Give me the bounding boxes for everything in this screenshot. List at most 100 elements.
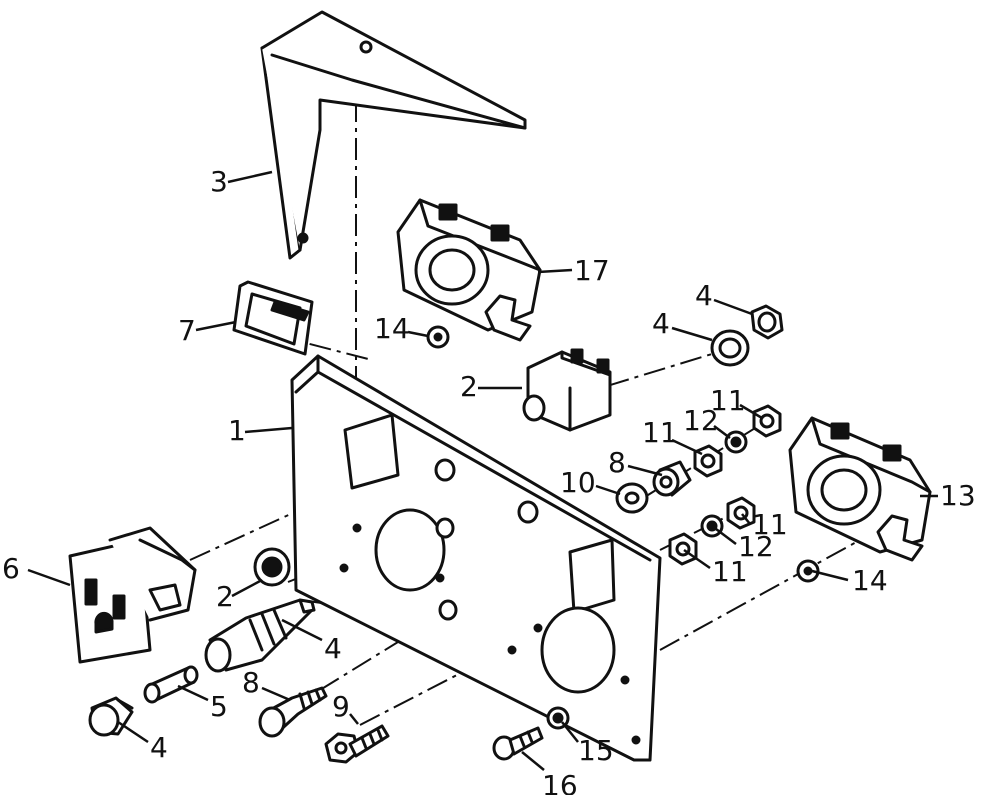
callout-c8a: 8 (608, 446, 663, 479)
callout-number: 11 (710, 384, 746, 417)
callout-number: 11 (642, 416, 678, 449)
locking-receptacle-upper (396, 198, 542, 342)
callout-c2a: 2 (460, 370, 522, 403)
callout-c6: 6 (2, 552, 71, 587)
bolt-8 (258, 686, 328, 738)
callout-number: 6 (2, 552, 20, 585)
leader-line (561, 721, 579, 743)
washer-10 (615, 482, 649, 514)
callout-c11a: 11 (710, 384, 763, 420)
leader-line (671, 438, 703, 456)
callout-c17: 17 (537, 254, 610, 287)
hex-nut-11b (693, 444, 723, 478)
callout-number: 4 (652, 307, 670, 340)
callout-c1: 1 (228, 414, 293, 447)
leader-line (713, 425, 731, 439)
leader-line (627, 464, 663, 477)
leader-line (117, 720, 149, 744)
callout-number: 17 (574, 254, 610, 287)
switch-upper (522, 348, 612, 432)
callout-c16: 16 (521, 751, 578, 795)
callout-c14b: 14 (811, 564, 888, 597)
callout-number: 15 (578, 734, 614, 767)
leader-line (177, 684, 209, 702)
callout-c12a: 12 (683, 404, 731, 439)
callout-c2b: 2 (216, 578, 263, 613)
gasket (232, 280, 314, 356)
leader-line (261, 686, 291, 702)
screw-16 (492, 726, 544, 761)
switch-nut-lower (253, 547, 291, 587)
callout-number: 3 (210, 165, 228, 198)
leader-line (521, 751, 545, 771)
callout-number: 1 (228, 414, 246, 447)
callout-number: 14 (852, 564, 888, 597)
callout-c15: 15 (561, 721, 614, 767)
callout-number: 13 (940, 479, 976, 512)
leader-line (244, 426, 293, 434)
callout-c7: 7 (178, 314, 237, 347)
callout-number: 9 (332, 690, 350, 723)
callout-number: 2 (216, 580, 234, 613)
callout-c3: 3 (210, 165, 273, 198)
leader-line (683, 548, 711, 570)
callout-c13: 13 (920, 479, 976, 512)
leader-line (713, 298, 753, 316)
callout-c4a: 4 (695, 279, 753, 316)
leader-line (407, 330, 429, 338)
leader-line (671, 326, 713, 342)
leader-line (349, 713, 359, 725)
callout-number: 5 (210, 690, 228, 723)
leader-line (227, 170, 273, 184)
leader-line (811, 569, 849, 582)
leader-line (711, 525, 737, 545)
callout-number: 11 (752, 508, 788, 541)
leader-line (195, 320, 237, 332)
fuse-cap (88, 696, 134, 737)
callout-c14a: 14 (374, 312, 429, 345)
leader-line (537, 268, 573, 274)
bushing-lower (796, 559, 820, 583)
callout-c4d: 4 (117, 720, 168, 764)
callout-number: 11 (712, 555, 748, 588)
callout-number: 10 (560, 466, 596, 499)
callout-number: 7 (178, 314, 196, 347)
leader-line (595, 484, 621, 496)
callout-number: 14 (374, 312, 410, 345)
panel (290, 354, 662, 762)
callout-c5: 5 (177, 684, 228, 723)
callout-number: 12 (683, 404, 719, 437)
callout-number: 2 (460, 370, 478, 403)
callout-c4b: 4 (652, 307, 713, 342)
callout-number: 12 (738, 530, 774, 563)
callout-c12b: 12 (711, 525, 774, 563)
callout-number: 8 (242, 666, 260, 699)
locking-receptacle-lower (788, 416, 932, 562)
hex-nut-11a (752, 404, 782, 438)
bushing-upper (426, 325, 450, 349)
leader-line (281, 618, 323, 642)
washer-upper (710, 329, 750, 367)
fuse-holder (204, 598, 316, 673)
leader-line (27, 568, 71, 587)
callout-number: 4 (150, 731, 168, 764)
hex-nut-upper (750, 304, 784, 340)
callout-c8b: 8 (242, 666, 291, 702)
duplex-outlet (68, 526, 197, 664)
fuse (143, 665, 199, 704)
bracket (260, 10, 527, 260)
callout-c9: 9 (332, 690, 359, 725)
callout-c10: 10 (560, 466, 621, 499)
callout-c11d: 11 (683, 548, 748, 588)
bolt-9 (324, 724, 390, 764)
callout-c11c: 11 (741, 508, 788, 541)
leader-line (739, 403, 763, 420)
leader-line (741, 513, 751, 525)
leader-line (231, 578, 263, 598)
callout-number: 16 (542, 769, 578, 795)
hex-nut-11d (668, 532, 698, 566)
callout-number: 4 (324, 632, 342, 665)
spacer-8 (652, 460, 692, 497)
